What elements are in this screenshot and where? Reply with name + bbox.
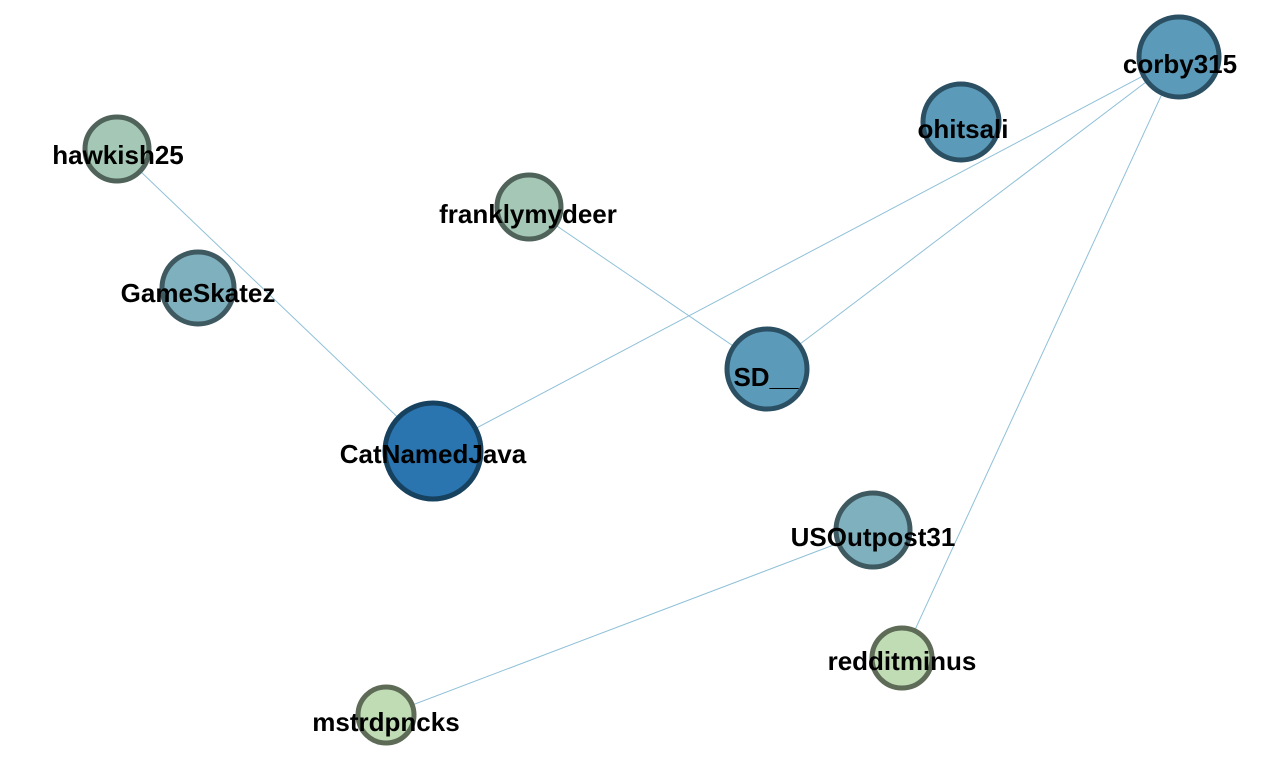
node-SD__[interactable]: [724, 326, 810, 412]
node-label-USOutpost31: USOutpost31: [791, 522, 956, 552]
node-label-ohitsali: ohitsali: [917, 114, 1008, 144]
node-redditminus[interactable]: [869, 625, 935, 691]
node-corby315[interactable]: [1136, 14, 1222, 100]
node-USOutpost31[interactable]: [833, 490, 913, 570]
edge-corby315-redditminus: [901, 56, 1180, 659]
edge-hawkish25-CatNamedJava: [116, 148, 434, 452]
node-mstrdpncks[interactable]: [355, 684, 417, 746]
edge-USOutpost31-mstrdpncks: [385, 529, 874, 716]
node-GameSkatez[interactable]: [159, 249, 237, 327]
node-label-SD__: SD__: [733, 362, 799, 392]
node-label-mstrdpncks: mstrdpncks: [312, 707, 459, 737]
edge-layer: [116, 56, 1180, 716]
node-label-GameSkatez: GameSkatez: [121, 278, 276, 308]
node-label-redditminus: redditminus: [828, 646, 977, 676]
edge-CatNamedJava-corby315: [432, 56, 1180, 452]
node-franklymydeer[interactable]: [494, 172, 564, 242]
label-layer: corby315 ohitsali hawkish25 franklymydeerGa…: [52, 49, 1237, 737]
edge-franklymydeer-SD__: [528, 206, 768, 370]
node-label-corby315: corby315: [1123, 49, 1237, 79]
node-label-hawkish25: hawkish25: [52, 140, 184, 170]
node-CatNamedJava[interactable]: [382, 400, 484, 502]
edge-SD__-corby315: [766, 56, 1180, 370]
node-layer: [82, 14, 1222, 746]
node-ohitsali[interactable]: [920, 81, 1002, 163]
node-label-franklymydeer: franklymydeer: [439, 199, 617, 229]
node-label-CatNamedJava: CatNamedJava: [340, 439, 527, 469]
node-hawkish25[interactable]: [82, 114, 152, 184]
